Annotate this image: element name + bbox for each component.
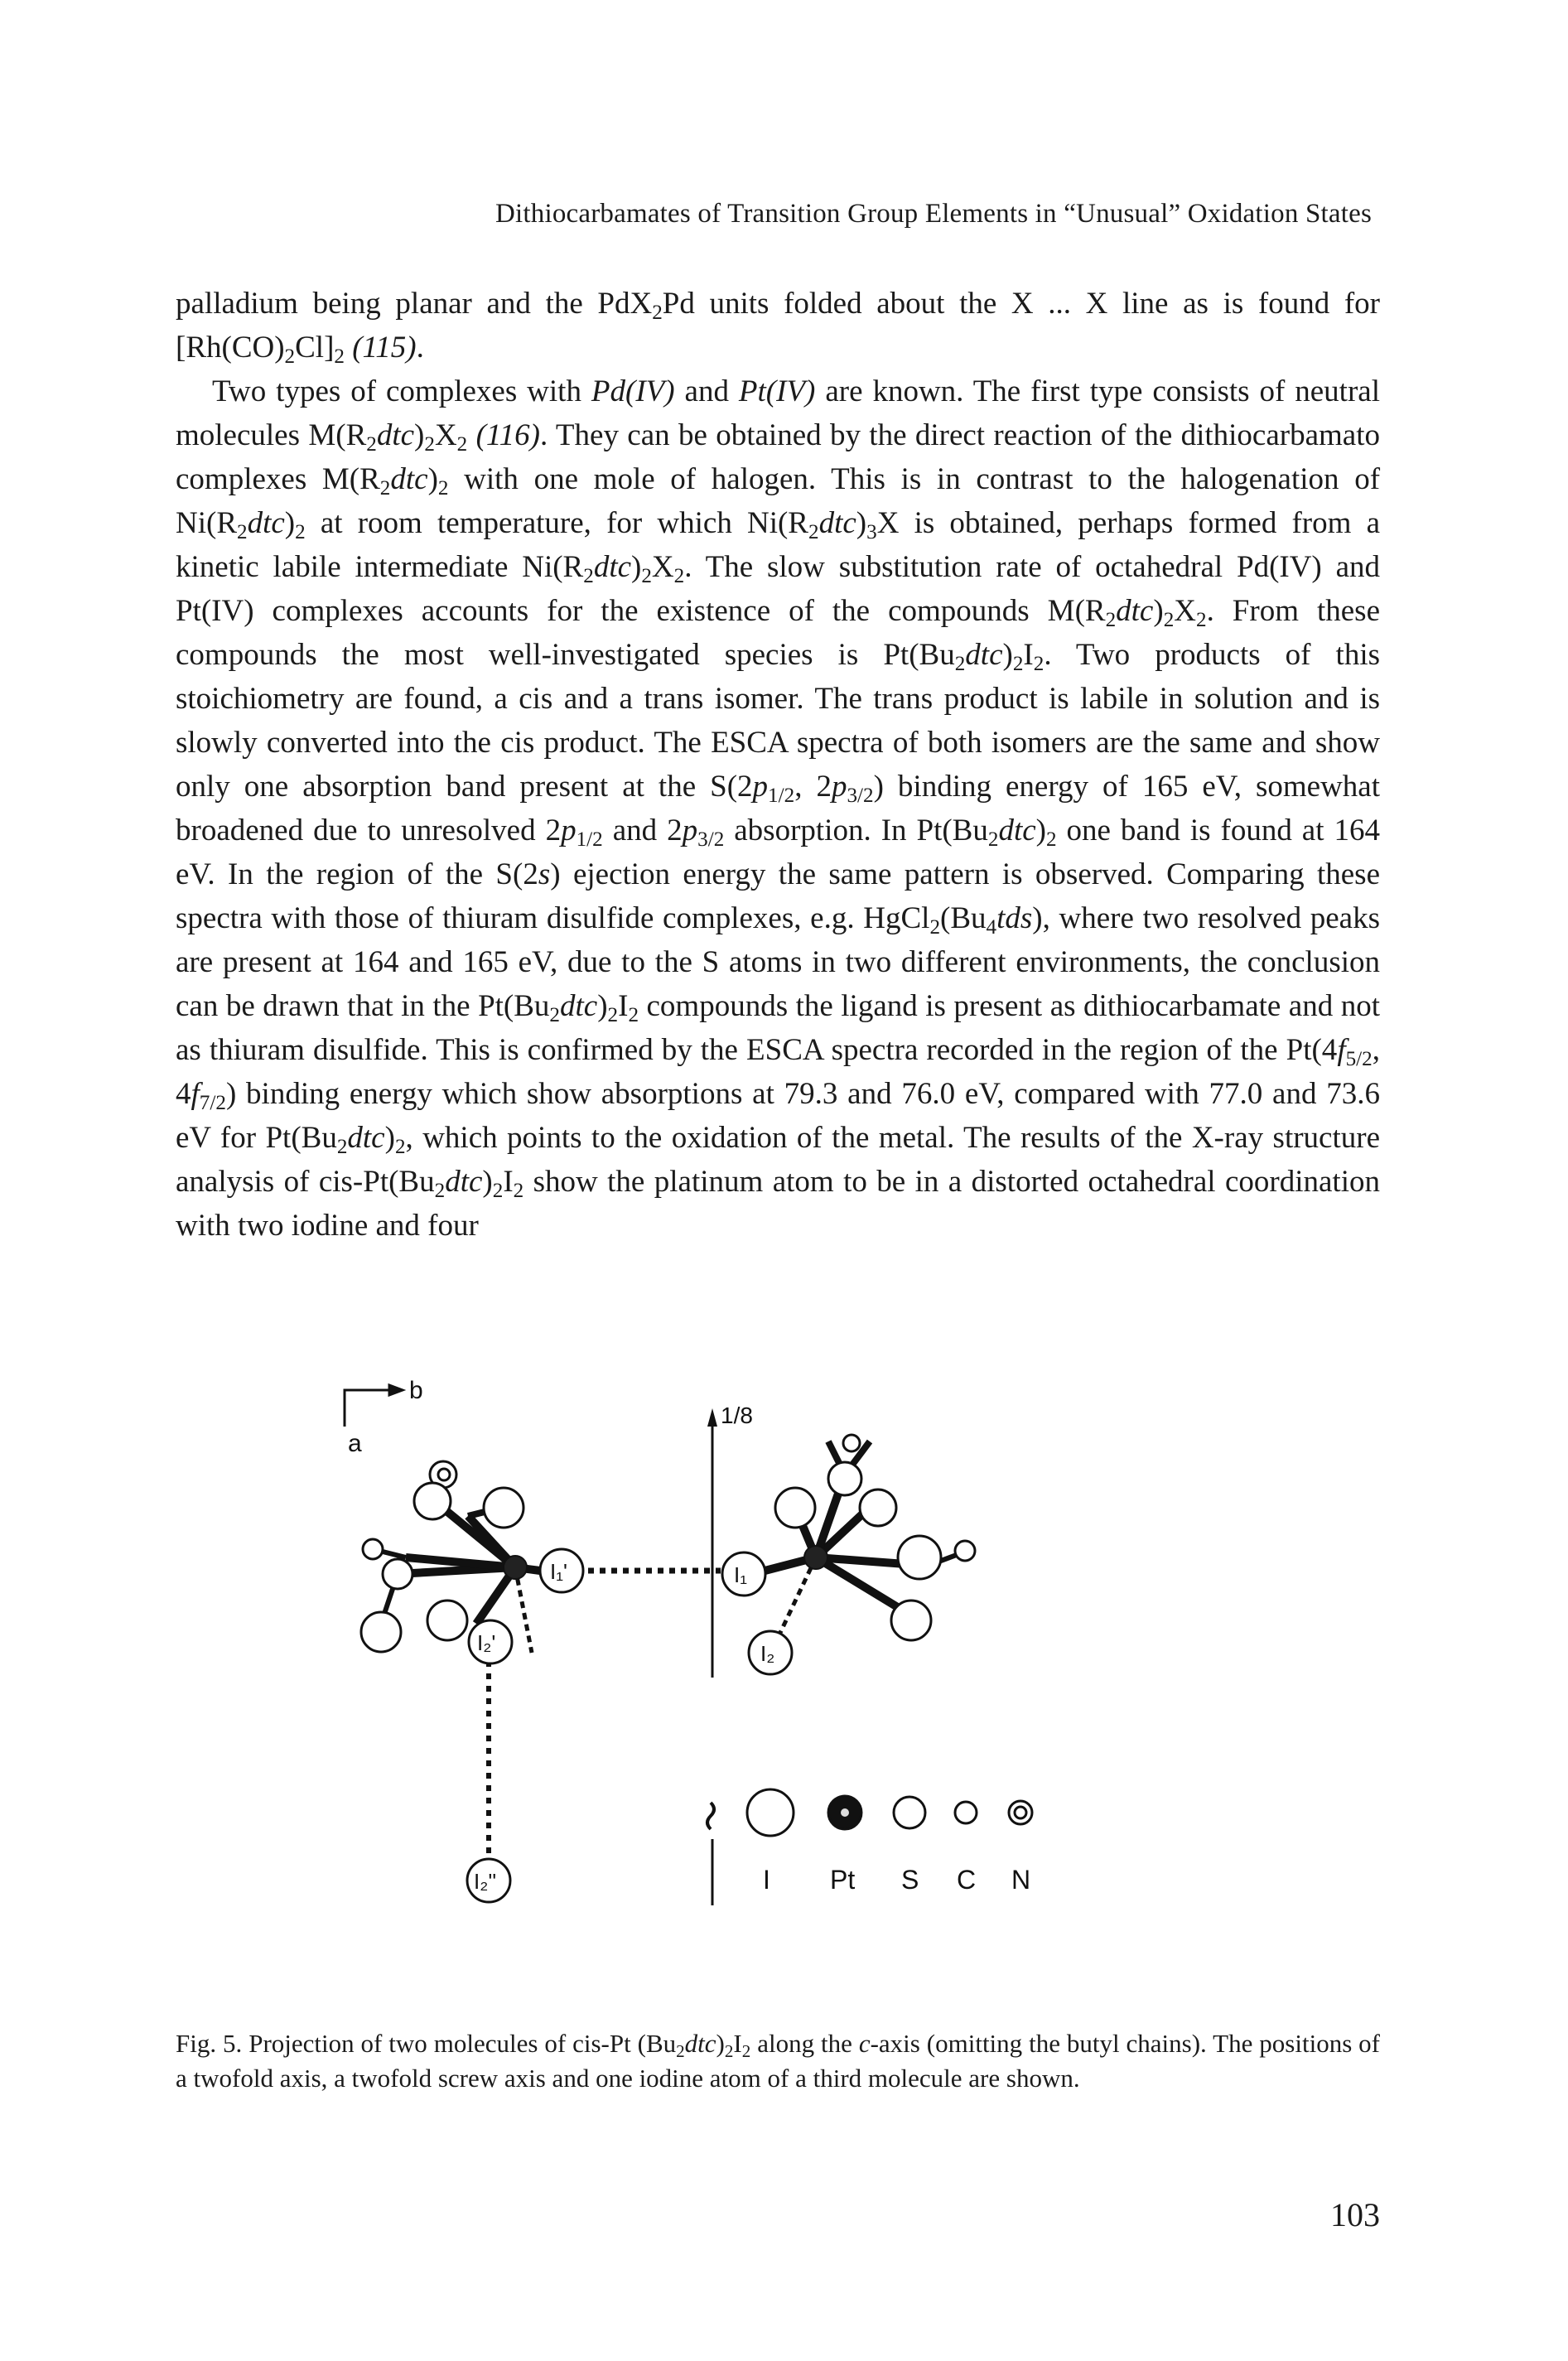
reference: (115)	[352, 331, 417, 365]
molecular-projection-diagram: b a 1/8	[343, 1377, 1034, 1905]
axis-a-label: a	[348, 1430, 362, 1457]
axis-indicator	[343, 1383, 407, 1427]
twofold-screw-axis	[706, 1801, 716, 1905]
atom-label-i2: I₂	[760, 1641, 774, 1666]
figure-5: b a 1/8	[298, 1375, 1127, 2005]
paragraph-1: palladium being planar and the PdX2Pd un…	[176, 287, 1380, 369]
atom-label-i2-prime: I₂'	[477, 1630, 495, 1655]
axis-b-label: b	[409, 1377, 423, 1404]
reference: (116)	[475, 418, 540, 452]
atom-label-i2-double-prime: I₂''	[474, 1869, 496, 1894]
legend-label-carbon: C	[957, 1865, 976, 1895]
atom-legend	[745, 1788, 1034, 1837]
right-molecule	[721, 1433, 977, 1676]
paragraph-2: Two types of complexes with Pd(IV) and P…	[176, 374, 1381, 1243]
running-head: Dithiocarbamates of Transition Group Ele…	[495, 199, 1372, 229]
atom-label-i1-prime: I₁'	[550, 1559, 567, 1584]
legend-carbon-symbol	[953, 1800, 978, 1825]
fraction-label: 1/8	[721, 1403, 753, 1428]
legend-label-platinum: Pt	[830, 1865, 855, 1895]
legend-label-nitrogen: N	[1011, 1865, 1030, 1895]
left-molecule	[359, 1460, 585, 1904]
page-number: 103	[1330, 2196, 1380, 2233]
legend-label-iodine: I	[763, 1865, 770, 1895]
atom-label-i1: I₁	[734, 1562, 747, 1587]
legend-iodine-symbol	[745, 1788, 795, 1837]
body-text: palladium being planar and the PdX2Pd un…	[176, 282, 1380, 1248]
legend-label-sulfur: S	[901, 1865, 919, 1895]
figure-caption: Fig. 5. Projection of two molecules of c…	[176, 2029, 1381, 2093]
twofold-axis	[707, 1408, 717, 1678]
legend-sulfur-symbol	[892, 1795, 927, 1830]
